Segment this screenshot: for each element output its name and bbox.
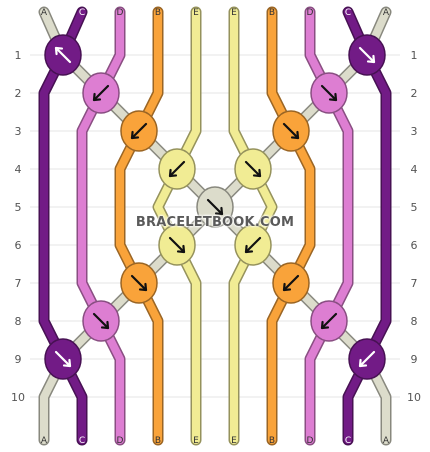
row-label-right: 8 xyxy=(411,315,418,328)
arrow-down-left-icon xyxy=(92,84,110,102)
arrow-down-right-icon xyxy=(168,236,186,254)
string-label-top: B xyxy=(155,8,161,18)
string-label-top: E xyxy=(231,8,237,18)
row-label-right: 2 xyxy=(411,87,418,100)
string-label-bottom: D xyxy=(117,436,124,446)
row-label-right: 1 xyxy=(411,49,418,62)
row-label-left: 8 xyxy=(15,315,22,328)
row-label-left: 10 xyxy=(11,391,25,404)
thread-E xyxy=(230,8,276,444)
arrow-down-right-icon xyxy=(54,350,72,368)
arrow-down-left-icon xyxy=(244,236,262,254)
thread-outline-B xyxy=(114,6,164,446)
knot-row3-col2 xyxy=(120,110,158,152)
string-label-top: E xyxy=(193,8,199,18)
knot-row6-col3 xyxy=(158,224,196,266)
row-label-right: 5 xyxy=(411,201,418,214)
string-labels: A C D B E E B D C A A C D B E E B D C A xyxy=(41,8,390,446)
knot-row2-col1 xyxy=(82,72,120,114)
string-label-bottom: B xyxy=(155,436,161,446)
arrow-down-right-icon xyxy=(358,46,376,64)
knot-row3-col6 xyxy=(272,110,310,152)
knot-row7-col2 xyxy=(120,262,158,304)
knot-row1-col0 xyxy=(44,34,82,76)
arrow-down-left-icon xyxy=(282,274,300,292)
arrow-down-right-icon xyxy=(320,84,338,102)
knot-row1-col8 xyxy=(348,34,386,76)
knot-row7-col6 xyxy=(272,262,310,304)
thread-B xyxy=(268,8,314,444)
string-label-top: C xyxy=(79,8,85,18)
string-label-bottom: C xyxy=(79,436,85,446)
thread-outline-B xyxy=(266,6,316,446)
string-label-top: D xyxy=(117,8,124,18)
string-label-top: C xyxy=(345,8,351,18)
row-label-left: 6 xyxy=(15,239,22,252)
string-label-bottom: E xyxy=(231,436,237,446)
arrow-down-left-icon xyxy=(168,160,186,178)
row-label-left: 2 xyxy=(15,87,22,100)
arrow-up-left-icon xyxy=(54,46,72,64)
arrow-down-right-icon xyxy=(92,312,110,330)
arrow-down-right-icon xyxy=(130,274,148,292)
arrow-down-left-icon xyxy=(130,122,148,140)
string-label-top: A xyxy=(41,8,48,18)
knots xyxy=(44,34,386,380)
string-label-bottom: D xyxy=(307,436,314,446)
arrow-down-right-icon xyxy=(282,122,300,140)
arrow-down-right-icon xyxy=(244,160,262,178)
row-label-left: 5 xyxy=(15,201,22,214)
thread-E xyxy=(154,8,200,444)
arrow-down-left-icon xyxy=(320,312,338,330)
row-label-right: 10 xyxy=(407,391,421,404)
arrow-down-right-icon xyxy=(206,198,224,216)
row-labels: 1 1 2 2 3 3 4 4 5 5 6 6 7 7 8 8 9 9 10 10 xyxy=(11,49,421,404)
row-label-left: 4 xyxy=(15,163,22,176)
row-label-left: 1 xyxy=(15,49,22,62)
string-label-top: B xyxy=(269,8,275,18)
knot-row5-col4 xyxy=(196,186,234,228)
knot-row2-col7 xyxy=(310,72,348,114)
string-label-bottom: E xyxy=(193,436,199,446)
knot-row8-col1 xyxy=(82,300,120,342)
string-label-bottom: B xyxy=(269,436,275,446)
row-label-right: 9 xyxy=(411,353,418,366)
row-label-right: 6 xyxy=(411,239,418,252)
knot-row4-col3 xyxy=(158,148,196,190)
string-label-bottom: C xyxy=(345,436,351,446)
knot-row9-col0 xyxy=(44,338,82,380)
row-label-right: 7 xyxy=(411,277,418,290)
string-label-bottom: A xyxy=(41,436,48,446)
knot-row4-col5 xyxy=(234,148,272,190)
row-label-left: 7 xyxy=(15,277,22,290)
row-label-right: 3 xyxy=(411,125,418,138)
thread-B xyxy=(116,8,162,444)
string-label-bottom: A xyxy=(383,436,390,446)
row-label-left: 9 xyxy=(15,353,22,366)
arrow-down-left-icon xyxy=(358,350,376,368)
string-label-top: A xyxy=(383,8,390,18)
string-label-top: D xyxy=(307,8,314,18)
knot-row9-col8 xyxy=(348,338,386,380)
row-label-right: 4 xyxy=(411,163,418,176)
row-label-left: 3 xyxy=(15,125,22,138)
knot-row8-col7 xyxy=(310,300,348,342)
knot-row6-col5 xyxy=(234,224,272,266)
